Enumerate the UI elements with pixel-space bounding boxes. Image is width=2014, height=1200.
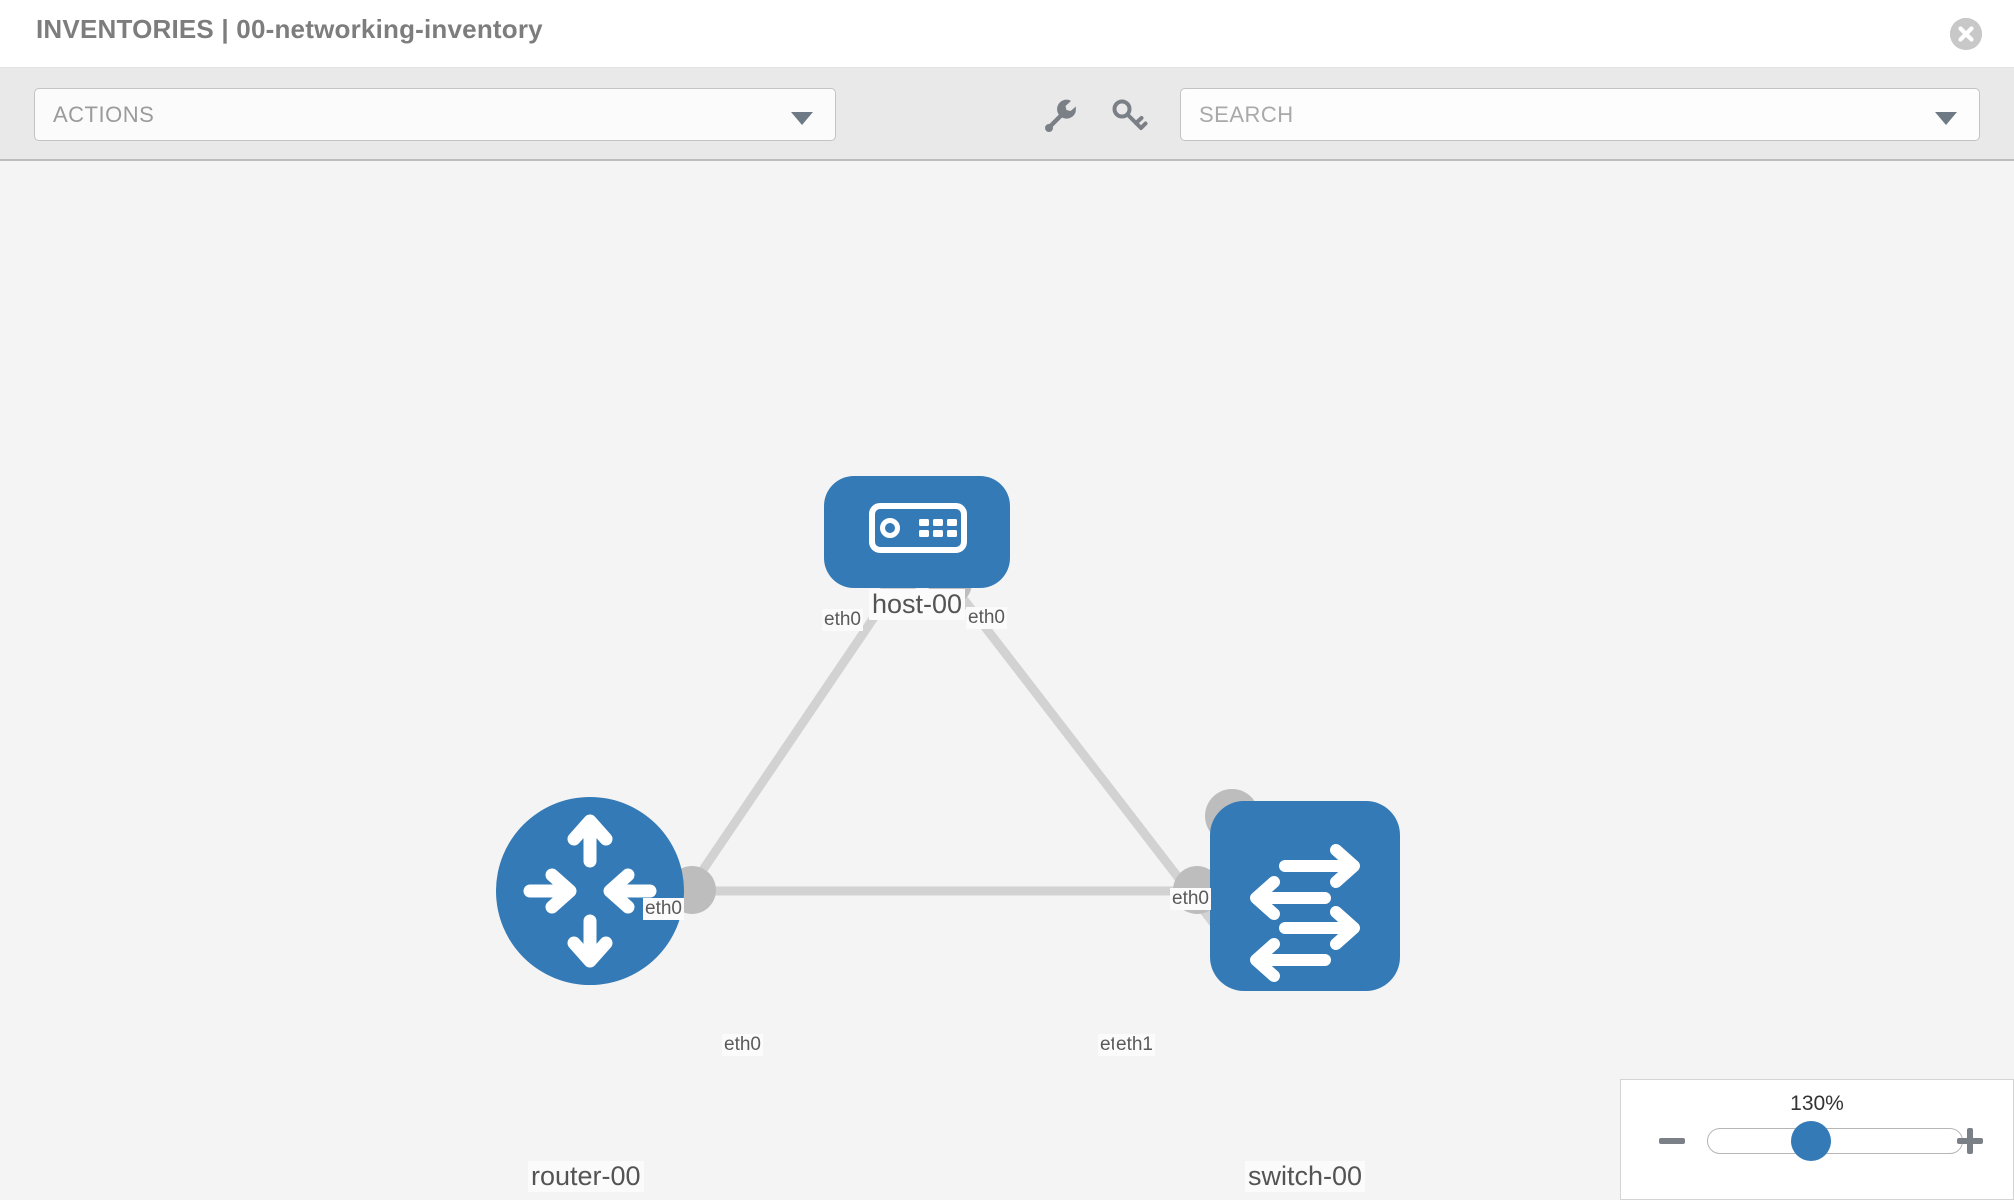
zoom-slider-thumb[interactable] — [1791, 1121, 1831, 1161]
toolbar: ACTIONS SEARCH — [0, 68, 2014, 161]
search-placeholder: SEARCH — [1199, 102, 1294, 127]
topology-graph — [496, 476, 1400, 991]
actions-dropdown[interactable]: ACTIONS — [34, 88, 836, 141]
node-switch-00[interactable] — [1210, 801, 1400, 991]
wrench-icon[interactable] — [1040, 94, 1082, 136]
key-icon[interactable] — [1108, 94, 1150, 136]
switch-arrows-icon — [1250, 844, 1360, 982]
page-title: INVENTORIES | 00-networking-inventory — [36, 14, 543, 44]
page-header: INVENTORIES | 00-networking-inventory — [0, 0, 2014, 68]
actions-dropdown-label: ACTIONS — [53, 102, 155, 127]
zoom-control-panel: 130% — [1620, 1079, 2014, 1200]
node-router-00[interactable] — [496, 797, 684, 985]
zoom-level-label: 130% — [1790, 1092, 1844, 1115]
chevron-down-icon — [791, 112, 813, 125]
close-icon[interactable] — [1950, 18, 1982, 50]
topology-canvas[interactable]: host-00 router-00 switch-00 eth0 eth0 et… — [0, 161, 2014, 1200]
node-host-00[interactable] — [824, 476, 1010, 588]
server-appliance-icon — [869, 503, 967, 553]
topology-links — [644, 576, 1239, 954]
search-input[interactable]: SEARCH — [1180, 88, 1980, 141]
minus-icon[interactable] — [1657, 1126, 1687, 1156]
router-arrows-icon — [523, 814, 657, 968]
plus-icon[interactable] — [1955, 1126, 1985, 1156]
zoom-slider-track[interactable] — [1707, 1128, 1963, 1154]
chevron-down-icon[interactable] — [1935, 112, 1957, 125]
